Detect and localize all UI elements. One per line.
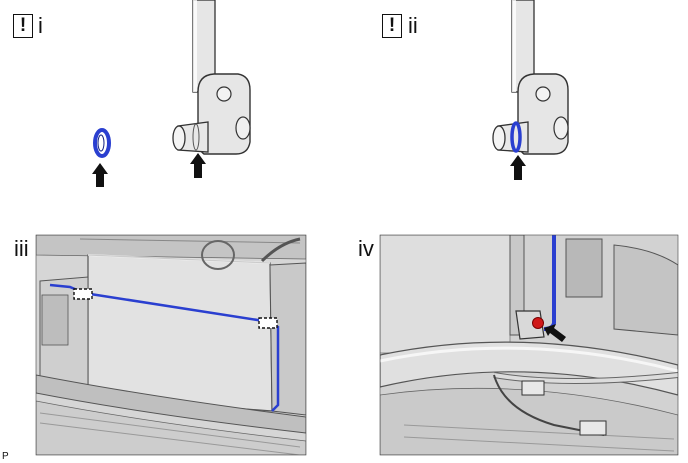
panel-ii-illustration [492, 0, 569, 180]
clamp-marker-icon [73, 288, 93, 300]
panel-iv: iv [344, 225, 688, 463]
arrow-up-icon [510, 155, 526, 180]
joint-marker [532, 317, 544, 329]
warning-icon: ! [13, 14, 33, 38]
panel-ii-label: ii [408, 13, 418, 38]
clamp-marker-icon [258, 317, 278, 329]
panel-iii-label: iii [14, 236, 29, 261]
panel-iii-photo [35, 234, 307, 456]
warning-icon: ! [382, 14, 402, 38]
connector-bracket [492, 73, 569, 155]
panel-iii: iii [0, 225, 344, 463]
o-ring-icon [93, 128, 111, 158]
o-ring-icon [510, 121, 522, 153]
arrow-pointer-icon [544, 324, 566, 342]
connector-bracket [172, 73, 251, 155]
panel-iv-label: iv [358, 236, 374, 261]
panel-i: ! i [0, 0, 344, 225]
footer-code: P [2, 451, 9, 462]
pipe [511, 0, 535, 93]
panel-iv-photo [379, 234, 679, 456]
panel-ii: ! ii [344, 0, 688, 225]
arrow-up-icon [190, 153, 206, 178]
panel-i-label: i [38, 13, 43, 38]
panel-i-illustration [92, 0, 251, 187]
arrow-up-icon [92, 163, 108, 187]
